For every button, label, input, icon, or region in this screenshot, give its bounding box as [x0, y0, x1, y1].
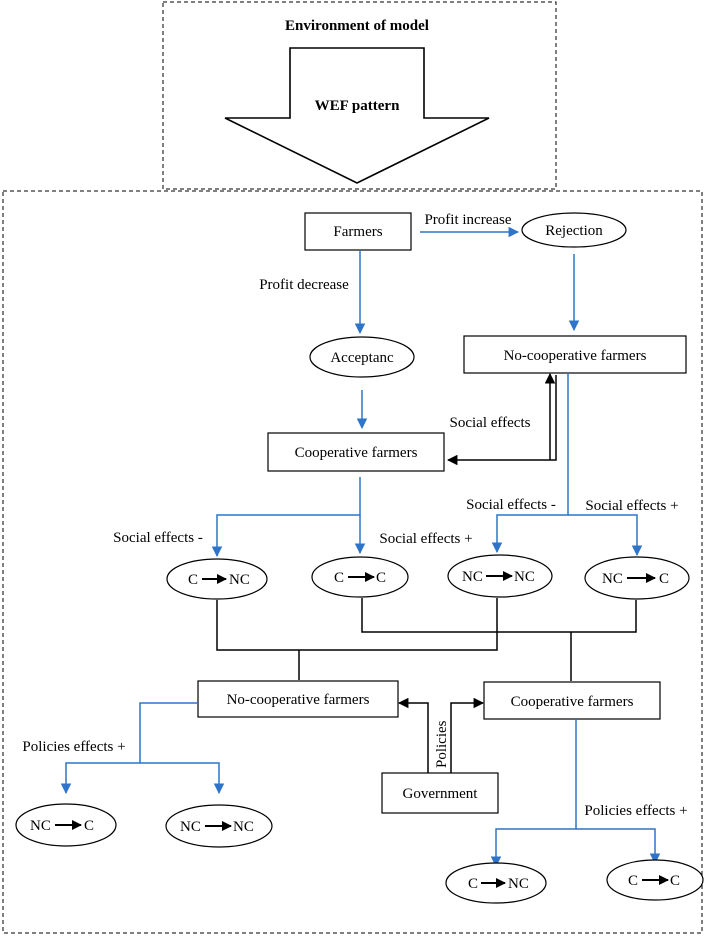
noncoop-bottom-node	[197, 680, 399, 718]
environment-title: Environment of model	[285, 18, 429, 34]
nc-to-c-top-from: NC	[602, 571, 623, 587]
acceptance-node	[309, 336, 415, 378]
nc-to-c-bottom-to: C	[84, 818, 94, 834]
rejection-node	[521, 212, 627, 248]
noncoop-branch-right-arrow	[568, 514, 643, 557]
noncoop-top-label: No-cooperative farmers	[504, 348, 647, 364]
social-effects-minus-right-label: Social effects -	[466, 497, 556, 513]
policies-to-noncoop-arrow	[397, 697, 429, 773]
coop-top-node	[267, 432, 445, 472]
government-label: Government	[403, 786, 479, 802]
nc-to-nc-bottom-from: NC	[180, 819, 201, 835]
noncoop-bottom-label: No-cooperative farmers	[227, 692, 370, 708]
farmers-node	[304, 212, 412, 251]
policies-effects-plus-right-label: Policies effects +	[584, 803, 687, 819]
c-to-c-top-to: C	[376, 570, 386, 586]
c-to-nc-top-to: NC	[229, 572, 250, 588]
social-effects-minus-left-label: Social effects -	[113, 530, 203, 546]
nc-to-nc-top-from: NC	[462, 569, 483, 585]
policies-to-coop-arrow	[450, 697, 485, 773]
social-effects-plus-right-label: Social effects +	[585, 498, 678, 514]
nc-to-c-top-to: C	[659, 571, 669, 587]
farmers-label: Farmers	[333, 224, 382, 240]
c-to-c-top-from: C	[334, 570, 344, 586]
profit-increase-label: Profit increase	[424, 212, 511, 228]
coop-top-label: Cooperative farmers	[295, 445, 418, 461]
acceptance-label: Acceptanc	[330, 350, 394, 366]
government-node	[381, 772, 499, 814]
wef-down-arrow	[224, 47, 490, 184]
social-effects-left-arrow	[446, 375, 557, 466]
c-to-nc-top-from: C	[188, 572, 198, 588]
c-to-c-bottom-from: C	[628, 873, 638, 889]
nc-to-nc-top-to: NC	[514, 569, 535, 585]
policies-right-branch-a-arrow	[490, 719, 577, 868]
nc-to-nc-bottom-to: NC	[233, 819, 254, 835]
policies-effects-plus-left-label: Policies effects +	[22, 739, 125, 755]
environment-frame	[162, 1, 557, 190]
nc-to-c-bottom-from: NC	[30, 818, 51, 834]
noncoop-branch-left-arrow	[491, 373, 569, 554]
coop-branch-left-arrow	[211, 477, 361, 558]
merge-to-noncoop-connector	[216, 598, 498, 651]
coop-bottom-node	[483, 681, 661, 720]
profit-decrease-label: Profit decrease	[259, 277, 349, 293]
policies-right-branch-b-arrow	[576, 828, 661, 865]
social-effects-plus-left-label: Social effects +	[379, 531, 472, 547]
social-effects-label: Social effects	[450, 415, 531, 431]
policies-left-branch-b-arrow	[140, 762, 225, 795]
coop-bottom-label: Cooperative farmers	[511, 694, 634, 710]
c-to-nc-bottom-to: NC	[508, 876, 529, 892]
merge-to-coop-connector	[361, 598, 637, 633]
noncoop-top-node	[463, 335, 687, 374]
c-to-nc-bottom-from: C	[468, 876, 478, 892]
wef-pattern-label: WEF pattern	[315, 98, 401, 114]
c-to-c-bottom-to: C	[670, 873, 680, 889]
policies-label: Policies	[434, 720, 450, 768]
rejection-label: Rejection	[545, 223, 603, 239]
